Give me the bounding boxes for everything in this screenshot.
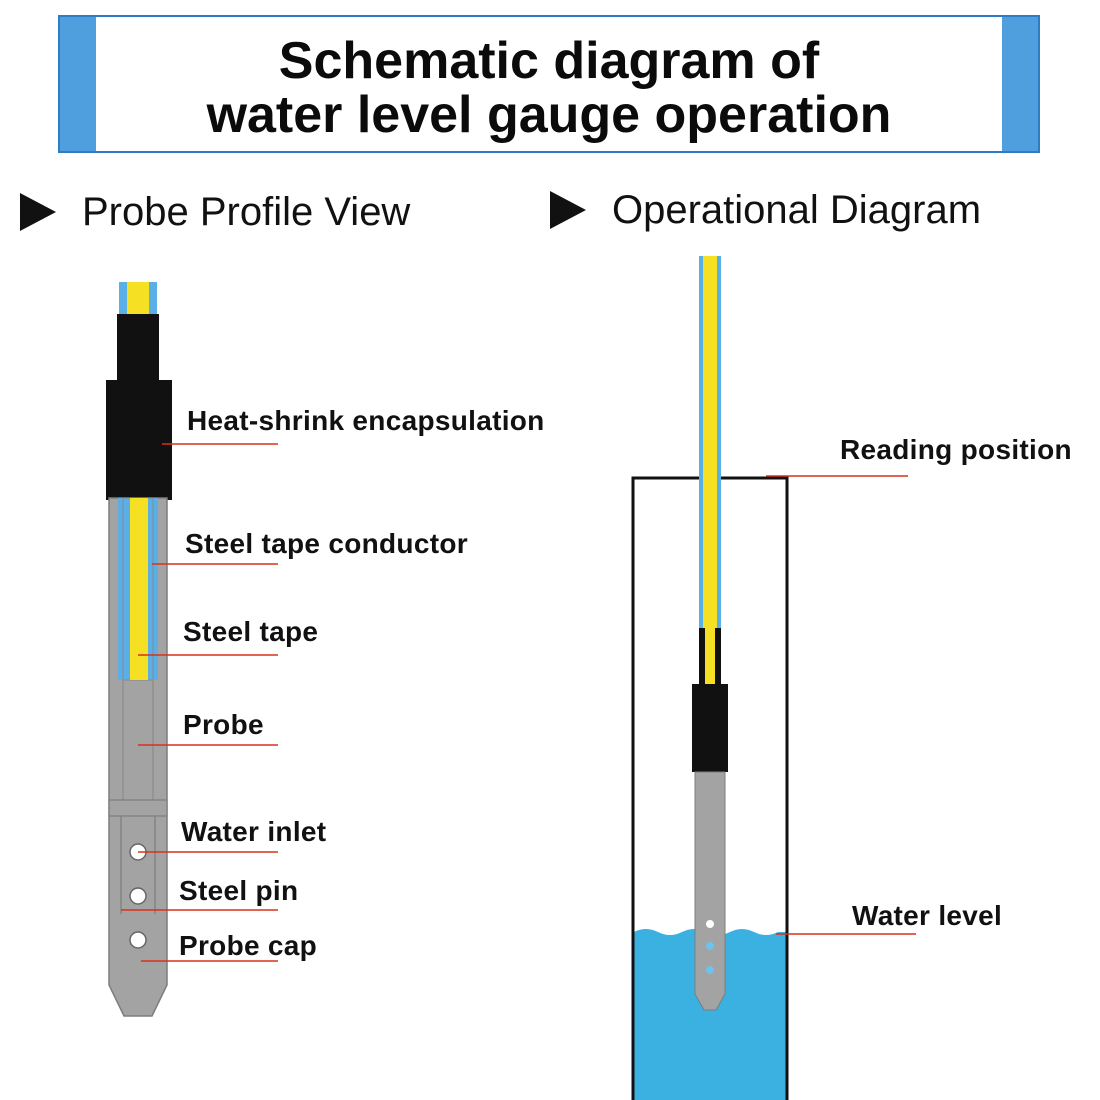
- label-steel-tape-conductor: Steel tape conductor: [185, 528, 468, 559]
- section-title-operational: Operational Diagram: [612, 188, 982, 232]
- water-body: [634, 929, 787, 1100]
- tape-descending-conductor: [703, 256, 717, 696]
- section-heading-left: Probe Profile View: [20, 192, 410, 232]
- leader-lines-right: [766, 475, 916, 935]
- leader-lines-left: [121, 443, 278, 962]
- section-heading-right: Operational Diagram: [550, 190, 981, 230]
- water-inlet-hole: [129, 931, 147, 949]
- tape-visible-in-collar: [705, 628, 715, 688]
- label-water-level: Water level: [852, 900, 1003, 931]
- play-triangle-icon: [550, 191, 586, 229]
- probe-hole: [706, 942, 714, 950]
- label-water-inlet: Water inlet: [181, 816, 327, 847]
- play-triangle-icon: [20, 193, 56, 231]
- label-steel-tape: Steel tape: [183, 616, 319, 647]
- heat-shrink-encapsulation: [106, 380, 172, 500]
- probe-collar: [108, 799, 168, 817]
- title-line-1: Schematic diagram of: [278, 32, 820, 90]
- water-inlet-hole: [129, 887, 147, 905]
- title-panel: Schematic diagram of water level gauge o…: [96, 17, 1002, 151]
- title-banner: Schematic diagram of water level gauge o…: [58, 15, 1040, 153]
- heat-shrink-collar: [117, 314, 159, 384]
- label-reading-position: Reading position: [840, 434, 1072, 465]
- probe-profile-drawing: [106, 282, 278, 1017]
- probe-submerged: [694, 771, 726, 1011]
- operational-drawing: [631, 256, 916, 1100]
- label-probe: Probe: [183, 709, 264, 740]
- heat-shrink-encapsulation-small: [692, 684, 728, 772]
- probe-hole: [706, 920, 714, 928]
- section-title-probe-profile: Probe Profile View: [82, 190, 411, 234]
- label-probe-cap: Probe cap: [179, 930, 318, 961]
- steel-tape-conductor: [130, 498, 148, 680]
- label-heat-shrink: Heat-shrink encapsulation: [187, 405, 545, 436]
- label-steel-pin: Steel pin: [179, 875, 299, 906]
- probe-hole: [706, 966, 714, 974]
- tape-top-conductor: [127, 282, 149, 322]
- title-line-2: water level gauge operation: [206, 86, 892, 144]
